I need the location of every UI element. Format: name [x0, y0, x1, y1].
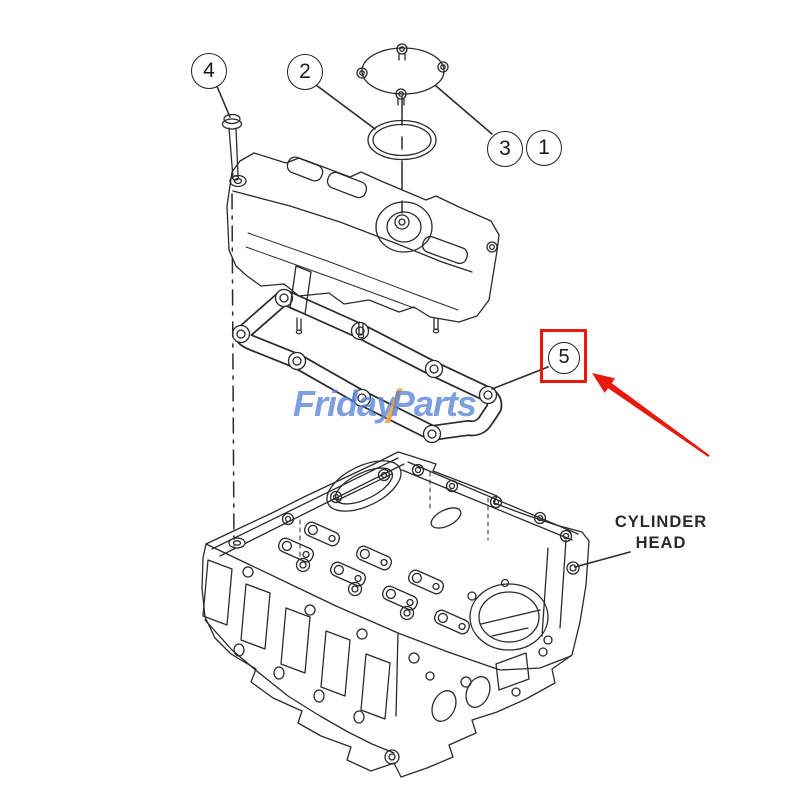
callout-item2: 2 [287, 54, 323, 90]
watermark-slash-icon: / [386, 380, 399, 432]
watermark-word1: Friday [293, 383, 396, 424]
valve-spring [399, 605, 415, 621]
head-cam-opening [326, 460, 402, 512]
cover-outline [226, 152, 500, 323]
leader-cylinder-head [574, 551, 631, 568]
bolt-item4 [221, 113, 243, 547]
head-bolt-bosses [228, 463, 580, 688]
head-round-port-inner [478, 591, 540, 643]
head-deck-front-edges [204, 543, 572, 754]
breather-cover-plate [356, 43, 449, 106]
bolt-shank [228, 127, 239, 179]
leader-item4 [215, 83, 231, 118]
o-ring-item2 [367, 96, 437, 225]
rocker-assembly [407, 569, 445, 595]
head-silhouette [201, 451, 590, 778]
rocker-assembly [381, 585, 419, 611]
gasket-bolt-bosses [231, 288, 498, 444]
callout-item1: 1 [526, 130, 562, 166]
highlight-box [540, 329, 587, 383]
rocker-assembly [329, 561, 367, 587]
bolt-flange [221, 118, 243, 130]
cover-slot [286, 156, 324, 182]
rocker-assembly [303, 521, 341, 547]
leader-item3 [435, 85, 493, 135]
cover-slot [421, 235, 469, 265]
rocker-assembly [277, 537, 315, 563]
head-round-port-detail [480, 609, 541, 637]
leader-item2 [315, 84, 376, 130]
cover-bracket [289, 265, 312, 315]
valve-cover-drawing [226, 152, 500, 339]
watermark-word2: Parts [390, 383, 477, 424]
head-deck-rails [211, 457, 579, 557]
head-hidden-lines [299, 471, 489, 557]
valve-cover-gasket [231, 288, 503, 444]
cover-face-lines [245, 232, 459, 311]
cover-top-band [232, 190, 473, 273]
valve-spring [347, 581, 363, 597]
rocker-assembly [355, 545, 393, 571]
cylinder-head-label-line2: HEAD [635, 534, 687, 552]
head-small-oval [430, 507, 462, 529]
cylinder-head-label: CYLINDER HEAD [596, 512, 726, 554]
valve-spring [295, 557, 311, 573]
leader-lines [215, 83, 631, 568]
watermark: Friday/Parts [293, 379, 477, 433]
rocker-assembly [433, 609, 471, 635]
cylinder-head-label-line1: CYLINDER [614, 513, 708, 531]
callout-item5: 5 [548, 342, 580, 374]
cylinder-head-drawing [201, 451, 590, 778]
bolt-axis-dashed-line [231, 193, 235, 547]
highlight-arrow [592, 373, 710, 457]
cover-corner-bolt [486, 241, 498, 253]
head-right-face [384, 539, 567, 765]
cover-breather-boss [375, 201, 433, 253]
callout-item3: 3 [487, 131, 523, 167]
cover-slot [326, 171, 368, 199]
leader-item5 [491, 366, 549, 390]
bolt-tip [231, 175, 240, 181]
cover-studs [295, 317, 440, 339]
head-cam-opening-chord [337, 473, 393, 501]
callout-item4: 4 [191, 53, 227, 89]
head-labeled-boss [566, 561, 580, 575]
plate-outline [361, 47, 445, 95]
head-front-windows [202, 559, 391, 724]
bolt-head-top [223, 113, 241, 125]
